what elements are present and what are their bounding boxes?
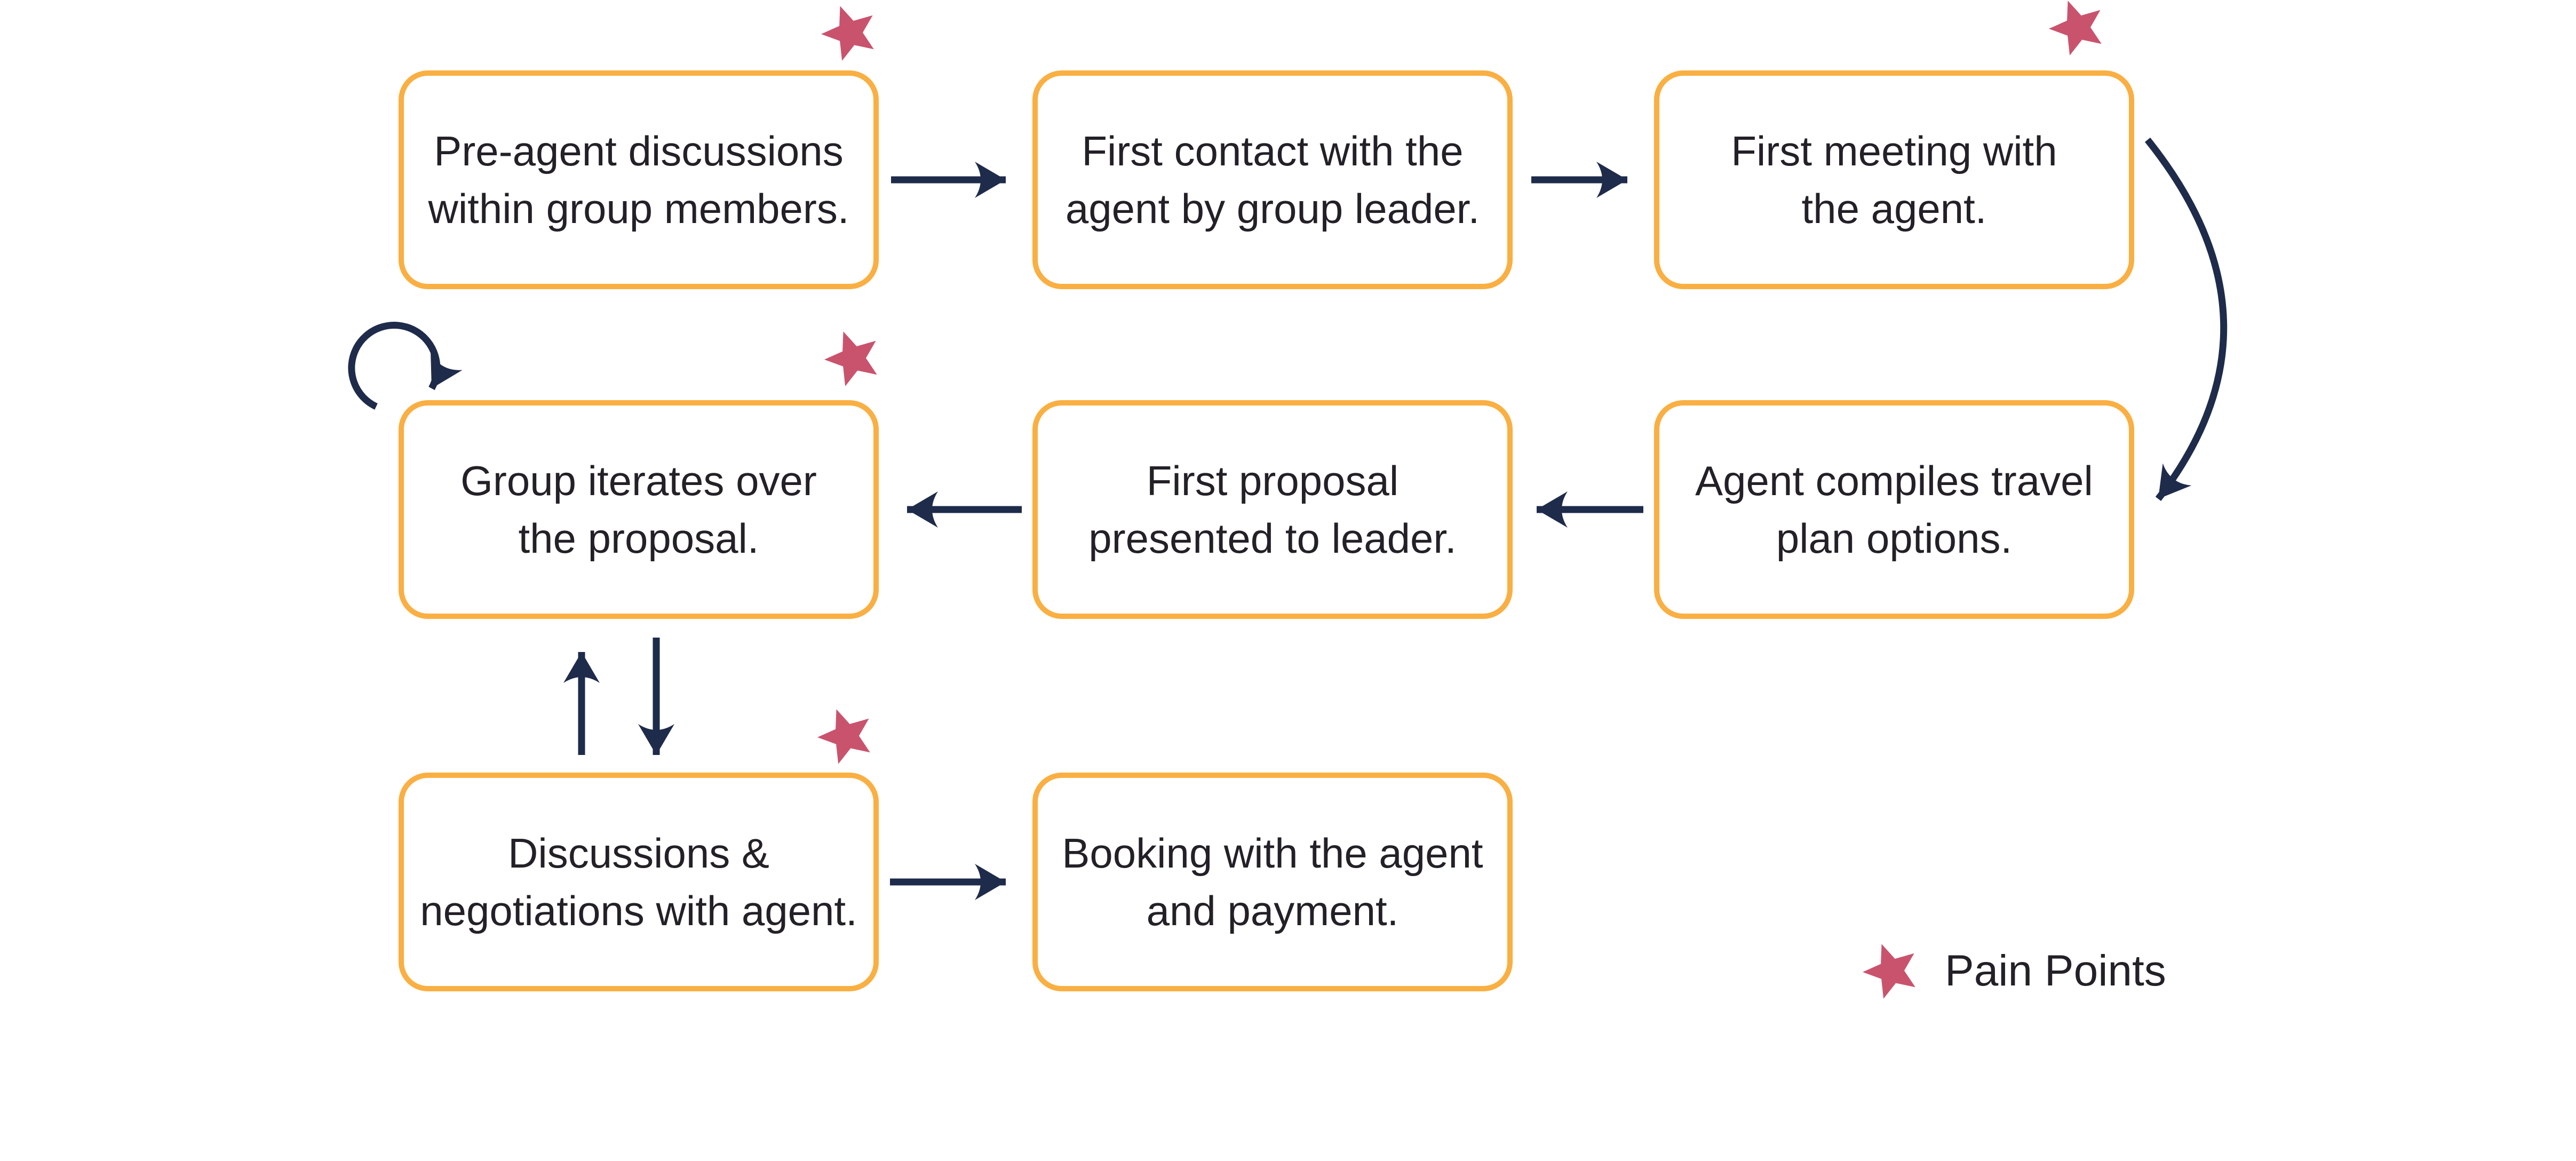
arrow-first-meeting-to-agent-compiles [2144,137,2228,501]
flow-box-first-proposal: First proposal presented to leader. [1032,400,1513,619]
flow-box-label-line: agent by group leader. [1065,185,1480,232]
flow-box-label-line: First contact with the [1082,128,1464,174]
pain-point-star-icon-pre-agent-discussions [814,0,884,65]
flow-box-first-contact: First contact with the agent by group le… [1032,70,1513,289]
self-loop-arrow-group-iterates [348,322,463,410]
pain-point-star-icon-group-iterates [817,322,887,390]
flow-box-label-line: the proposal. [518,515,759,562]
legend-label: Pain Points [1945,947,2166,995]
pain-point-star-icon-legend [1859,939,1923,1003]
flow-box-label-line: presented to leader. [1088,515,1457,562]
flow-box-label-line: Pre-agent discussions [434,128,844,174]
flow-box-group-iterates: Group iterates over the proposal. [399,400,879,619]
flow-box-label-line: plan options. [1776,515,2013,562]
flow-box-discussions-negotiations: Discussions & negotiations with agent. [399,773,879,991]
flow-box-label-line: Discussions & [508,830,769,877]
flow-box-pre-agent-discussions: Pre-agent discussions within group membe… [399,70,879,289]
flow-box-label-line: First proposal [1146,457,1399,504]
flow-box-first-meeting: First meeting with the agent. [1654,70,2134,289]
flow-box-label-line: negotiations with agent. [420,887,857,934]
legend: Pain Points [1859,939,2166,1003]
pain-point-star-icon-first-meeting [2042,0,2112,59]
flow-box-label-line: and payment. [1146,887,1399,934]
flow-box-label-line: Booking with the agent [1062,830,1483,877]
flow-box-label-line: First meeting with [1731,128,2057,174]
flow-box-booking: Booking with the agent and payment. [1032,773,1513,991]
flow-box-label-line: within group members. [428,185,849,232]
flow-box-label-line: Agent compiles travel [1695,457,2093,504]
flow-box-label-line: Group iterates over [460,457,817,504]
flow-box-agent-compiles: Agent compiles travel plan options. [1654,400,2134,619]
flow-box-label-line: the agent. [1801,185,1987,232]
pain-point-star-icon-discussions-negotiations [810,699,880,768]
